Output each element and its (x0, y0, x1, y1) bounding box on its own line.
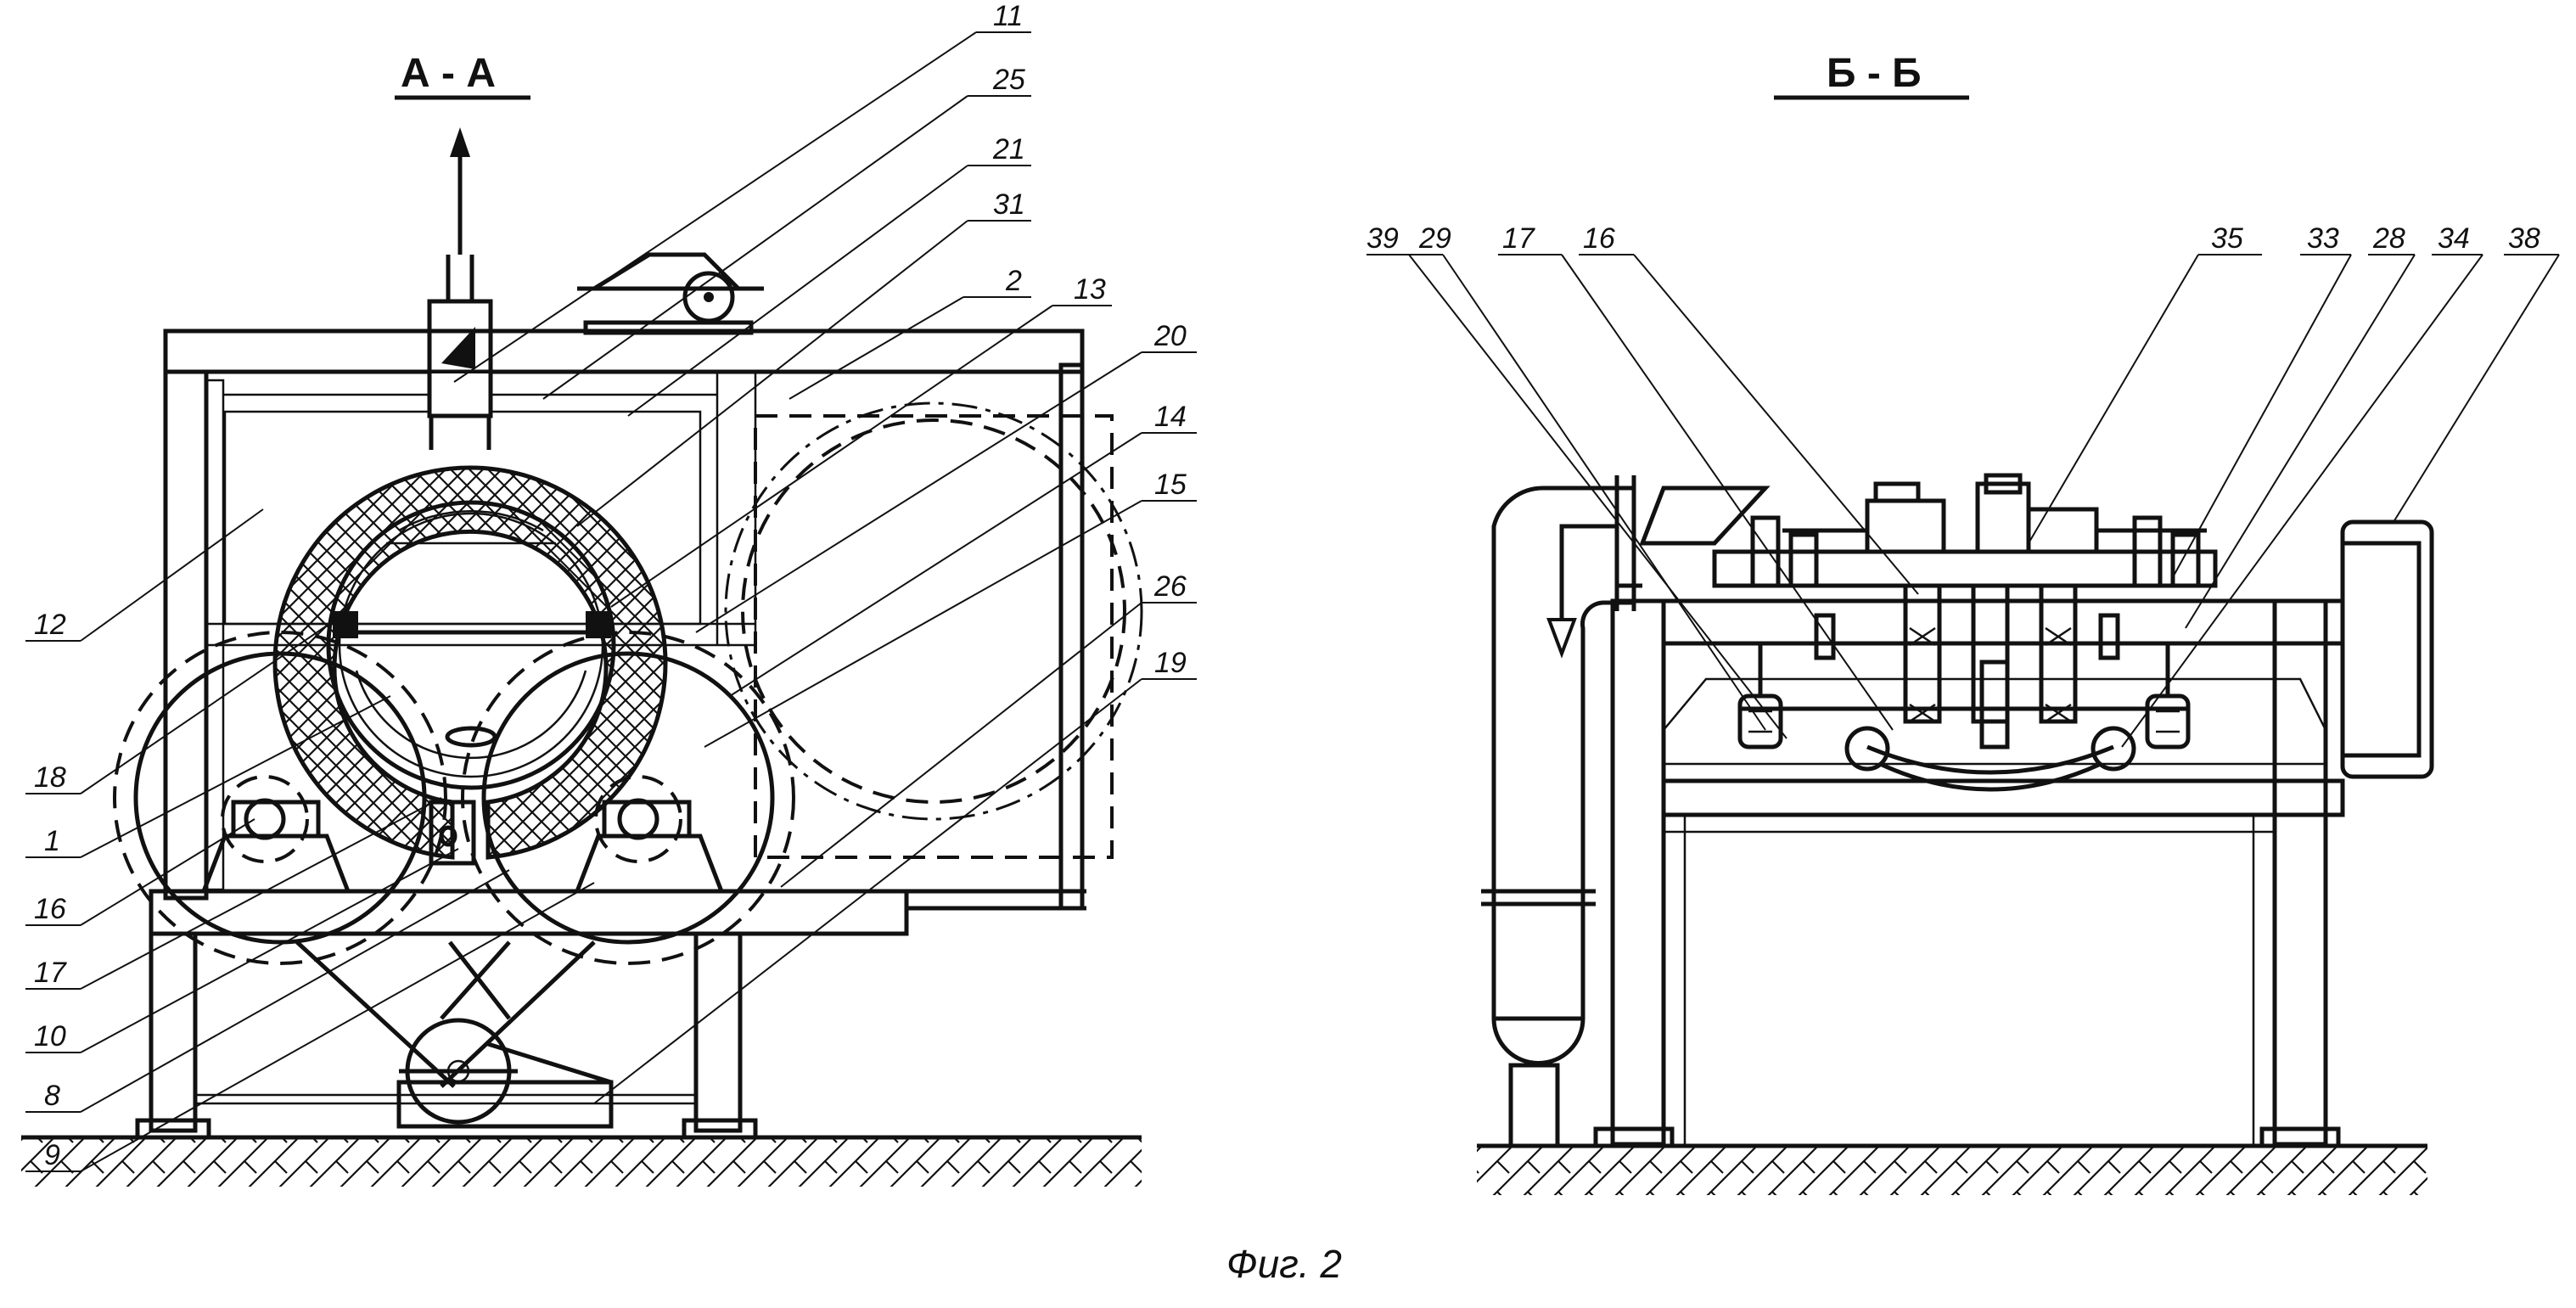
bottom-frame-beam (149, 889, 909, 936)
label-25: 25 (992, 64, 1025, 96)
label-34: 34 (2438, 222, 2470, 255)
label-8: 8 (44, 1080, 60, 1112)
label-28: 28 (2372, 222, 2405, 255)
label-16: 16 (34, 893, 66, 925)
leg-left-b (1610, 598, 1666, 1147)
label-17-b: 17 (1502, 222, 1535, 255)
label-12: 12 (34, 609, 66, 641)
gear-train (1903, 583, 2078, 749)
label-14: 14 (1154, 401, 1187, 433)
label-39: 39 (1367, 222, 1399, 255)
label-18: 18 (34, 761, 66, 794)
frame-mid-b (1661, 778, 2345, 817)
section-title-a-text: А - А (401, 51, 496, 96)
leg-left (149, 931, 198, 1133)
frame-column-left (163, 369, 209, 901)
label-16-b: 16 (1583, 222, 1615, 255)
section-title-b-text: Б - Б (1827, 51, 1922, 96)
label-26: 26 (1153, 570, 1187, 603)
motor (1782, 473, 2207, 554)
top-drive (577, 252, 764, 335)
label-15: 15 (1154, 469, 1187, 501)
bearing-right (574, 775, 725, 894)
leg-right (693, 931, 743, 1133)
label-1: 1 (44, 825, 60, 857)
label-33: 33 (2307, 222, 2339, 255)
leaders-b (1367, 254, 2560, 748)
label-35: 35 (2211, 222, 2243, 255)
view-a-a: 11 25 21 31 2 13 20 14 15 26 19 12 18 1 … (21, 0, 1197, 1187)
label-38: 38 (2508, 222, 2540, 255)
refractory-lining (272, 465, 668, 860)
view-b-b: 39 29 17 16 35 33 28 34 38 (1367, 222, 2560, 1195)
cabinet (2340, 519, 2434, 779)
ground-hatch-b (1477, 1146, 2427, 1195)
top-frame-beam (163, 328, 1085, 374)
label-17: 17 (34, 957, 67, 989)
label-2: 2 (1005, 265, 1022, 297)
bearing-left (200, 775, 351, 894)
label-10: 10 (34, 1020, 66, 1053)
label-29: 29 (1418, 222, 1451, 255)
figure-caption: Фиг. 2 (1226, 1242, 1342, 1286)
swing-position-dashed (741, 418, 1126, 804)
label-11: 11 (993, 0, 1023, 32)
cradle (1740, 706, 2190, 792)
bottom-drive (396, 1018, 614, 1129)
section-title-a: А - А (395, 51, 530, 100)
upper-platform (1712, 549, 2218, 588)
gas-duct (1481, 475, 1642, 1148)
inner-drum (326, 500, 616, 790)
label-13: 13 (1074, 273, 1106, 306)
hopper (1639, 486, 1771, 546)
frame-top-b (1661, 598, 2345, 646)
label-19: 19 (1154, 647, 1187, 679)
leaders-a (25, 31, 1197, 1172)
flue-chimney (427, 127, 493, 418)
label-31: 31 (993, 188, 1025, 221)
ground-hatch-a (21, 1137, 1142, 1187)
label-20: 20 (1153, 320, 1187, 352)
section-title-b: Б - Б (1774, 51, 1969, 100)
label-21: 21 (992, 133, 1025, 166)
label-9: 9 (44, 1139, 60, 1171)
leg-right-b (2272, 598, 2328, 1147)
side-wheels (1737, 613, 2191, 749)
